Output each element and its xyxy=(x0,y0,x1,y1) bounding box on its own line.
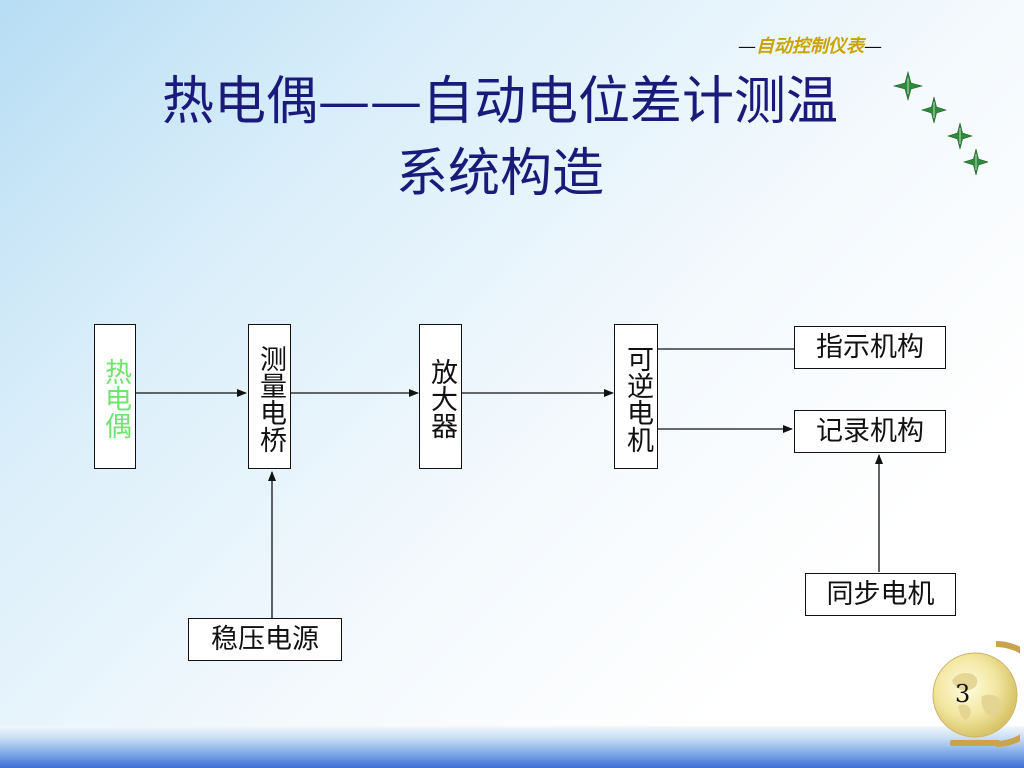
header-dash-left: — xyxy=(738,36,756,57)
node-amplifier: 放大器 xyxy=(419,324,462,469)
globe-icon xyxy=(932,641,1020,747)
header-tag: —自动控制仪表— xyxy=(738,32,882,58)
node-thermocouple: 热电偶 xyxy=(94,324,136,469)
decorative-stars xyxy=(892,70,988,176)
footer-bar xyxy=(0,726,1024,768)
node-reversible-motor: 可逆电机 xyxy=(614,324,658,469)
slide-title: 热电偶——自动电位差计测温 系统构造 xyxy=(161,72,838,204)
node-power-supply: 稳压电源 xyxy=(188,618,342,661)
page-number: 3 xyxy=(955,680,971,708)
header-dash-right: — xyxy=(864,36,882,57)
node-recorder: 记录机构 xyxy=(794,410,946,453)
node-sync-motor: 同步电机 xyxy=(805,573,956,616)
node-measuring-bridge: 测量电桥 xyxy=(248,324,291,469)
node-indicator: 指示机构 xyxy=(794,326,946,369)
header-tag-text: 自动控制仪表 xyxy=(756,36,864,57)
